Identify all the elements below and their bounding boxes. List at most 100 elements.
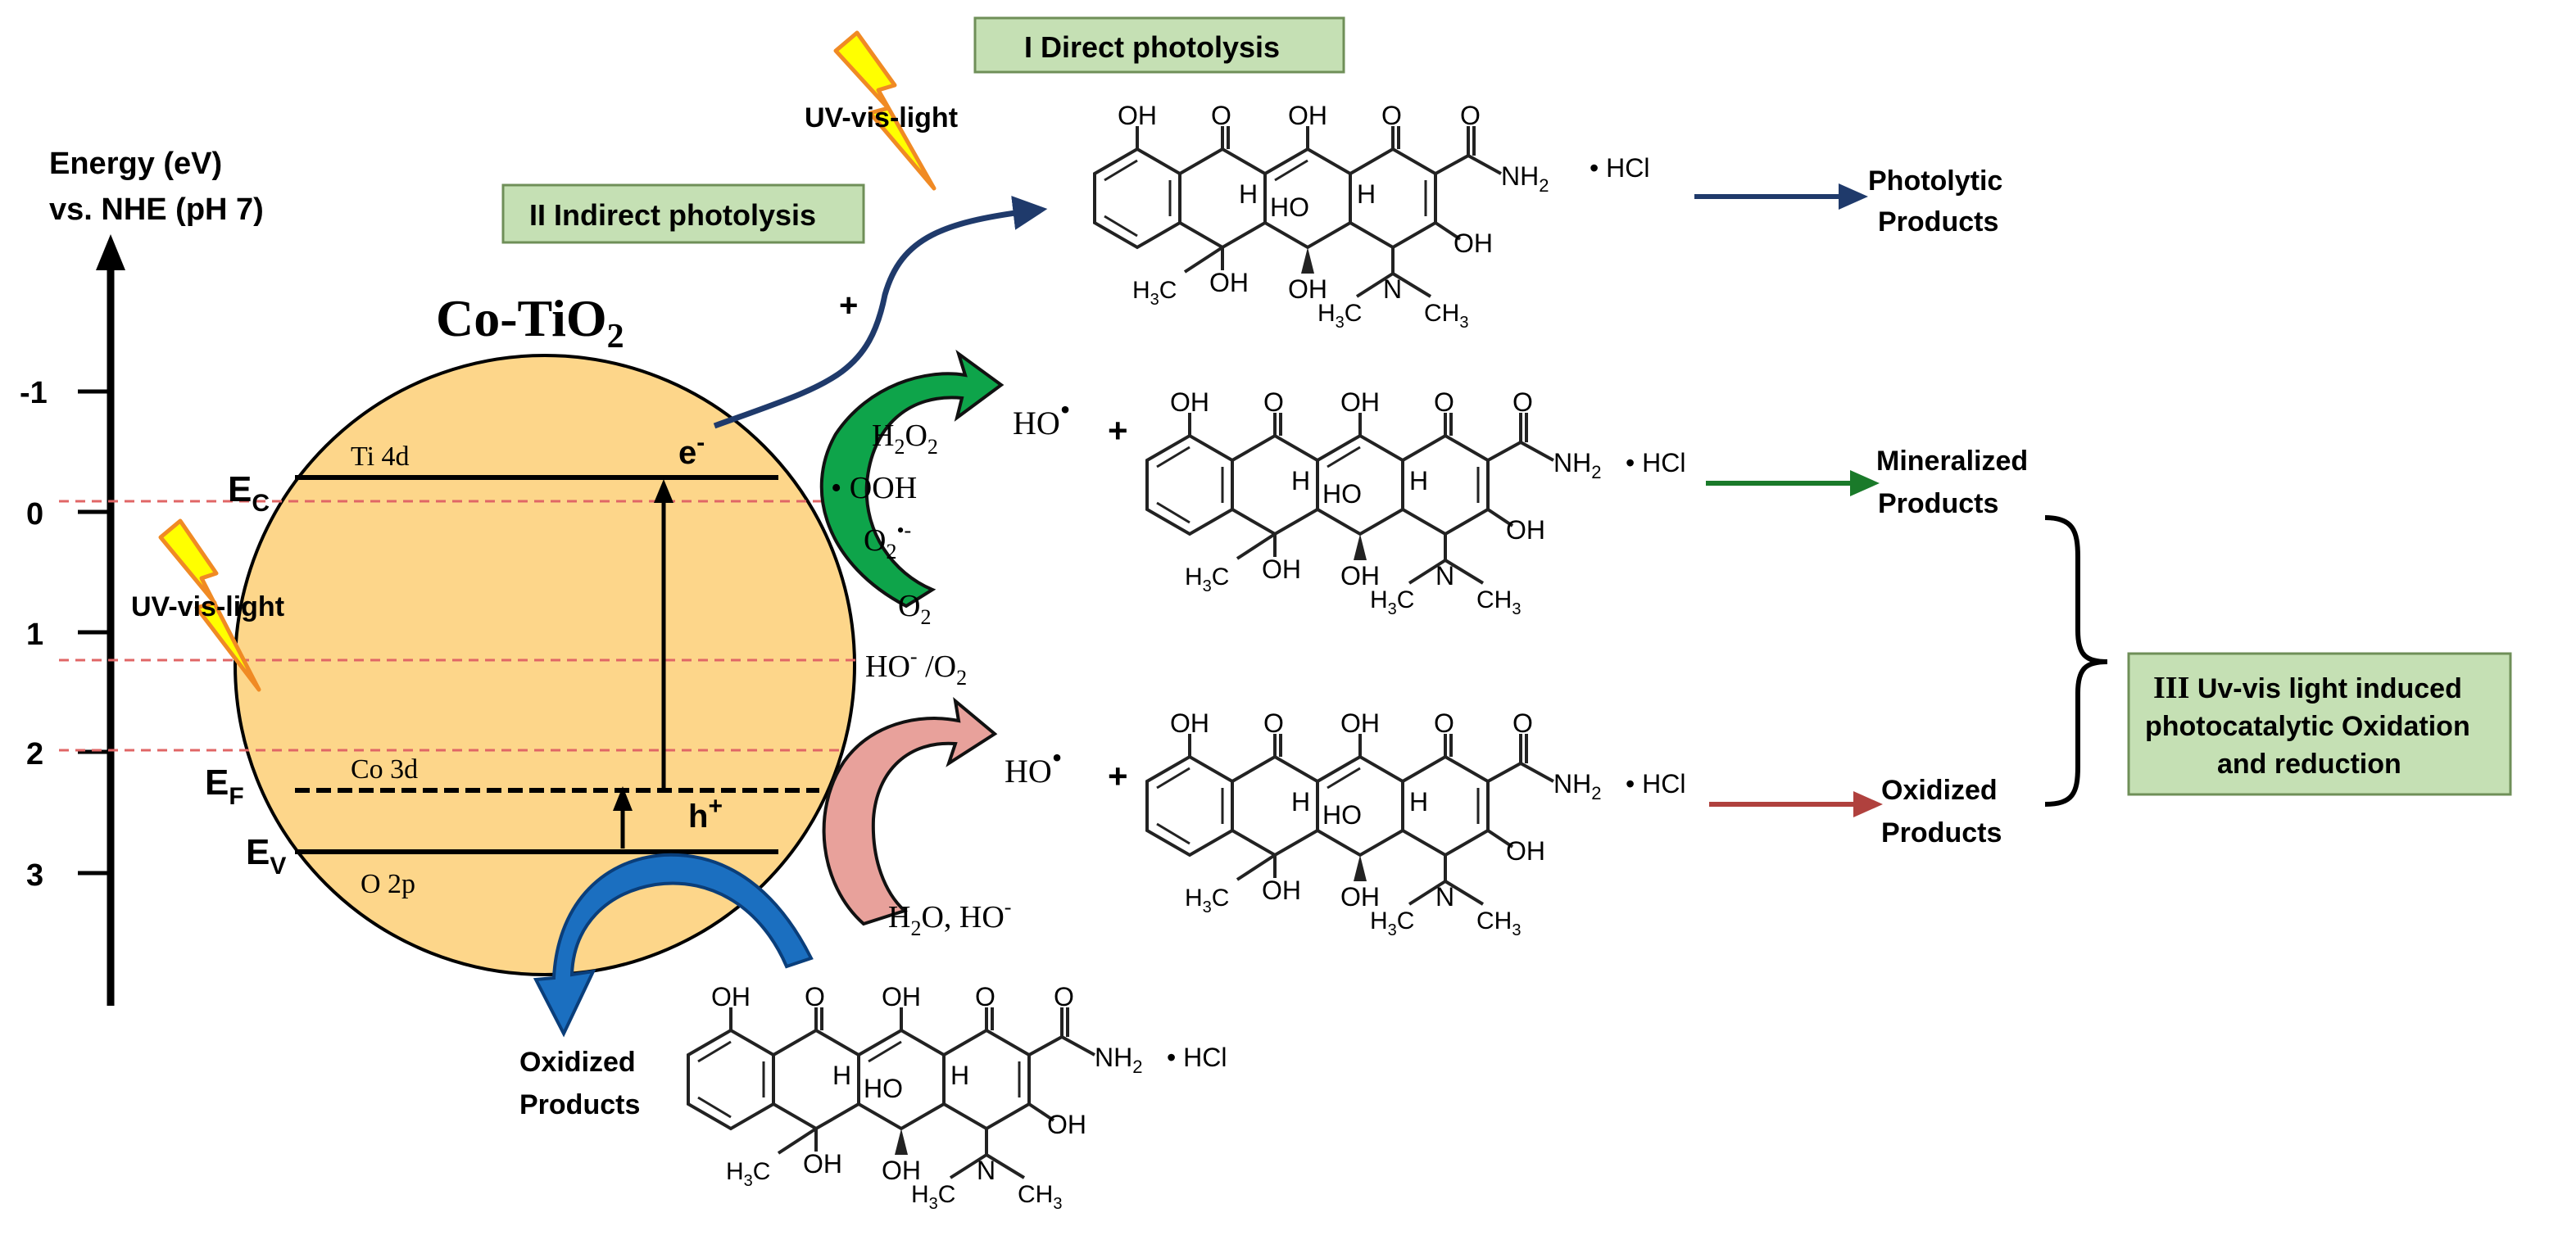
svg-text:O: O [805, 982, 825, 1011]
svg-text:OH: OH [1262, 876, 1301, 905]
svg-text:H: H [832, 1061, 851, 1090]
svg-text:HO: HO [1270, 192, 1309, 222]
oxidation-curved-arrow [822, 697, 998, 926]
svg-text:O: O [1434, 708, 1454, 738]
svg-text:H: H [1409, 466, 1428, 496]
svg-text:OH: OH [1506, 836, 1545, 866]
ho-radical-1: HO• [1013, 393, 1070, 441]
svg-text:OH: OH [882, 982, 921, 1011]
label-ec: EC [228, 469, 270, 517]
lightning-icon-top [833, 30, 937, 191]
svg-text:• HCl: • HCl [1167, 1043, 1227, 1072]
tick-label-0: 0 [26, 497, 43, 532]
direct-photolysis-arrow [713, 196, 1048, 429]
svg-text:O: O [1211, 101, 1231, 130]
svg-text:OH: OH [1170, 387, 1209, 417]
co-tio2-particle [234, 354, 856, 976]
axis-title-line1: Energy (eV) [49, 147, 222, 181]
tick-label-3: 3 [26, 858, 43, 893]
uv-light-left-label: UV-vis-light [131, 591, 284, 622]
svg-text:O: O [1381, 101, 1402, 130]
plus-top: + [839, 287, 858, 324]
box-iii-line1: III Uv-vis light induced [2153, 671, 2462, 705]
arrow-oxidized [1709, 791, 1883, 817]
ooh-label: • OOH [831, 471, 917, 505]
svg-text:O: O [1460, 101, 1481, 130]
svg-text:NH2: NH2 [1553, 769, 1601, 803]
svg-text:NH2: NH2 [1095, 1043, 1142, 1077]
svg-text:OH: OH [1454, 229, 1493, 258]
electron-label: e- [678, 429, 705, 471]
svg-text:H3C: H3C [1370, 586, 1414, 618]
svg-text:N: N [1383, 274, 1402, 304]
svg-text:H3C: H3C [726, 1158, 770, 1190]
tetracycline-molecule-1: OH O OH O O NH2 OH H HO H H3C OH OH N H3… [1093, 101, 1649, 332]
box-iii-line2: photocatalytic Oxidation [2145, 711, 2470, 742]
svg-text:H3C: H3C [1370, 907, 1414, 939]
photocatalytic-box [2127, 652, 2512, 796]
tick-label-2: 2 [26, 737, 43, 772]
h2o-ho-label: H2O, HO- [888, 895, 1011, 940]
svg-text:OH: OH [1340, 708, 1380, 738]
svg-text:NH2: NH2 [1553, 448, 1601, 482]
svg-text:• HCl: • HCl [1626, 769, 1685, 799]
band-label-o2p: O 2p [361, 869, 415, 899]
valence-curved-arrow [533, 853, 814, 1038]
curly-brace [2044, 515, 2108, 807]
svg-text:OH: OH [711, 982, 751, 1011]
direct-photolysis-box [973, 16, 1345, 74]
svg-text:HO: HO [1322, 479, 1362, 509]
tetracycline-molecule-2: OH O OH O O NH2 OH H HO H H3C OH OH N H3… [1145, 387, 1685, 618]
svg-text:H: H [1409, 787, 1428, 817]
mineralized-line1: Mineralized [1876, 446, 2028, 477]
o2-radical-label: O2•- [864, 518, 911, 563]
arrow-photolytic [1694, 183, 1868, 210]
box-iii-line3: and reduction [2217, 749, 2401, 780]
svg-text:CH3: CH3 [1018, 1181, 1062, 1213]
oxidized-bottom-line1: Oxidized [519, 1047, 636, 1078]
svg-text:H3C: H3C [1185, 885, 1229, 916]
mineralized-line2: Products [1878, 488, 1998, 519]
tetracycline-molecule-4: OH O OH O O NH2 OH H HO H H3C OH OH N H3… [687, 982, 1227, 1213]
svg-text:O: O [1512, 708, 1533, 738]
svg-text:CH3: CH3 [1424, 300, 1468, 332]
indirect-photolysis-label: II Indirect photolysis [529, 198, 816, 232]
reduction-curved-arrow [819, 349, 1005, 609]
svg-text:H: H [1239, 179, 1258, 209]
svg-text:O: O [1054, 982, 1074, 1011]
o2-label: O2 [898, 589, 931, 629]
svg-text:H3C: H3C [1317, 300, 1362, 332]
svg-text:OH: OH [882, 1156, 921, 1185]
label-ef: EF [205, 763, 244, 810]
svg-text:OH: OH [803, 1149, 842, 1179]
svg-text:OH: OH [1340, 561, 1380, 591]
svg-text:OH: OH [1340, 882, 1380, 912]
tetracycline-molecule-3: OH O OH O O NH2 OH H HO H H3C OH OH N H3… [1145, 708, 1685, 939]
oxidized-bottom-line2: Products [519, 1089, 640, 1120]
svg-text:OH: OH [1209, 268, 1249, 297]
svg-text:OH: OH [1262, 554, 1301, 584]
svg-text:HO: HO [864, 1074, 903, 1103]
svg-text:• HCl: • HCl [1590, 153, 1649, 183]
h2o2-label: H2O2 [872, 419, 938, 459]
svg-text:H: H [1357, 179, 1376, 209]
svg-text:H: H [1291, 466, 1310, 496]
ho-o2-label: HO- /O2 [865, 645, 967, 690]
svg-text:• HCl: • HCl [1626, 448, 1685, 477]
oxidized-line1: Oxidized [1881, 775, 1998, 806]
svg-text:NH2: NH2 [1501, 161, 1549, 196]
band-label-ti4d: Ti 4d [351, 441, 410, 472]
svg-text:O: O [1263, 387, 1284, 417]
svg-text:OH: OH [1170, 708, 1209, 738]
indirect-photolysis-box [501, 183, 865, 244]
uv-light-top-label: UV-vis-light [805, 102, 958, 133]
oxidized-line2: Products [1881, 817, 2002, 849]
photolytic-line1: Photolytic [1868, 165, 2002, 197]
svg-text:OH: OH [1506, 515, 1545, 545]
direct-photolysis-label: I Direct photolysis [1024, 30, 1280, 64]
svg-text:N: N [1435, 561, 1454, 591]
svg-text:HO: HO [1322, 800, 1362, 830]
svg-text:OH: OH [1118, 101, 1157, 130]
svg-text:O: O [975, 982, 995, 1011]
